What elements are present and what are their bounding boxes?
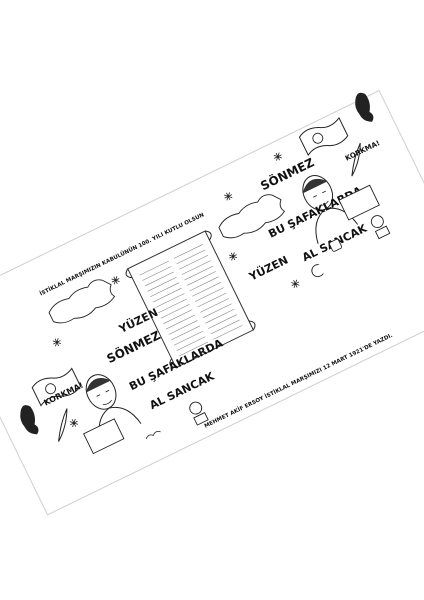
poster-strip: İSTİKLAL MARŞIMIZIN KABULÜNÜN 100. YILI … [0,89,424,516]
flag-icon [298,116,349,157]
turkey-map-icon [218,194,286,239]
ataturk-silhouette-icon-right [355,92,374,122]
portrait-icon-left [85,374,142,444]
quill-icon [351,142,361,177]
scroll-icon-left [83,418,125,455]
flag-icon-left [31,367,82,407]
poem-scroll [125,230,256,369]
ataturk-silhouette-icon [20,405,39,435]
star-crescent-icon [311,264,326,278]
scroll-icon [338,184,380,221]
snowflake-icon-left [52,276,120,428]
cartoon-child-icon-left [189,401,209,426]
quill-icon-left [58,408,68,442]
snowflake-icon [224,152,300,288]
ink-pot-icon [329,238,342,252]
cartoon-child-icon [370,215,391,240]
bird-icon [145,431,161,440]
turkey-map-icon-left [48,279,116,324]
